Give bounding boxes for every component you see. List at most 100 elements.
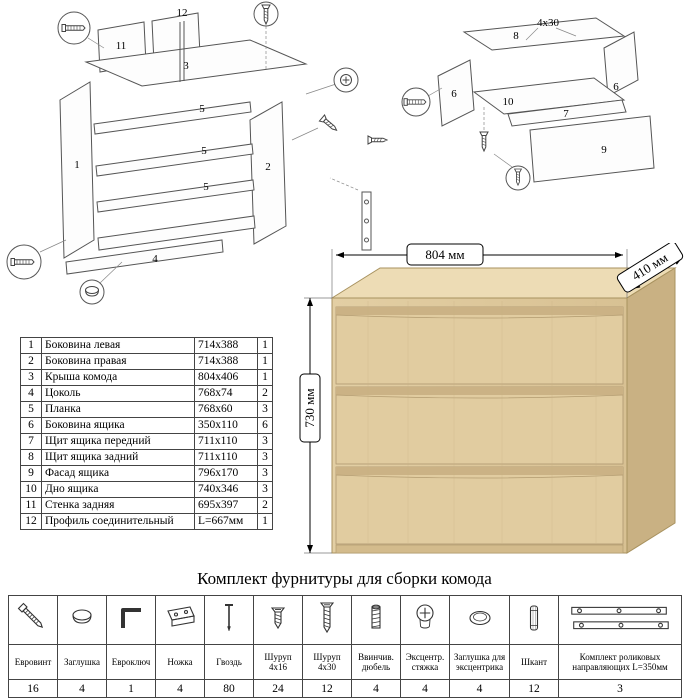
part-label-9: 9 (601, 144, 607, 156)
hw-qty: 12 (302, 679, 352, 698)
part-number: 6 (20, 417, 42, 434)
part-size: 796x170 (194, 465, 258, 482)
part-number: 2 (20, 353, 42, 370)
hw-icon-cell (509, 595, 559, 645)
part-label-5: 5 (201, 145, 207, 157)
hw-name: Ввинчив. дюбель (351, 644, 401, 680)
part-label-6: 6 (451, 88, 457, 100)
screw-4x16-icon (270, 606, 286, 629)
part-number: 12 (20, 513, 42, 530)
drawer-side-right (603, 31, 639, 97)
part-qty: 3 (257, 433, 273, 450)
svg-text:730 мм: 730 мм (302, 388, 317, 427)
drawer-exploded-diagram: 8 4x30 6 6 10 7 9 (401, 17, 655, 191)
part-number: 3 (20, 369, 42, 386)
part-name: Дно ящика (41, 481, 195, 498)
hw-name: Заглушка для эксцентрика (449, 644, 510, 680)
part-size: 714x388 (194, 337, 258, 354)
part-name: Боковина правая (41, 353, 195, 370)
part-number: 11 (20, 497, 42, 514)
part-size: 695x397 (194, 497, 258, 514)
hex-key-icon (121, 607, 141, 628)
hw-icon-cell (558, 595, 682, 645)
hw-icon-cell (351, 595, 401, 645)
part-name: Крыша комода (41, 369, 195, 386)
hw-name: Ножка (155, 644, 205, 680)
hw-qty: 4 (57, 679, 107, 698)
part-name: Боковина левая (41, 337, 195, 354)
chest-of-drawers (330, 267, 677, 554)
hw-qty: 4 (351, 679, 401, 698)
side-panel-left (59, 81, 95, 259)
part-label-5: 5 (199, 103, 205, 115)
hw-qty: 80 (204, 679, 254, 698)
hw-name: Евроключ (106, 644, 156, 680)
foot-icon (167, 605, 195, 627)
drawer-front (335, 306, 624, 385)
part-qty: 1 (257, 353, 273, 370)
part-number: 9 (20, 465, 42, 482)
part-qty: 1 (257, 513, 273, 530)
part-label-5: 5 (203, 181, 209, 193)
hw-name: Комплект роликовых направляющих L=350мм (558, 644, 682, 680)
hw-icon-cell (106, 595, 156, 645)
part-name: Цоколь (41, 385, 195, 402)
width-dimension-label: 804 мм (406, 243, 484, 266)
wood-grain (367, 301, 597, 543)
cap-icon (72, 608, 92, 624)
hw-icon-cell (253, 595, 303, 645)
hw-name: Евровинт (8, 644, 58, 680)
part-qty: 1 (257, 337, 273, 354)
part-label-10: 10 (503, 96, 515, 108)
drawer-back-shield (462, 17, 626, 51)
part-number: 8 (20, 449, 42, 466)
hw-icon-cell (57, 595, 107, 645)
hw-qty: 16 (8, 679, 58, 698)
part-label-1: 1 (74, 159, 80, 171)
leader-lines (427, 27, 577, 168)
hw-qty: 12 (509, 679, 559, 698)
part-size: 768x74 (194, 385, 258, 402)
hw-icon-cell (400, 595, 450, 645)
hw-icon-cell (155, 595, 205, 645)
hw-qty: 24 (253, 679, 303, 698)
euro-screw-icon (17, 602, 44, 628)
cam-lock-icon (340, 74, 352, 86)
drawer-slide-detail (361, 191, 372, 251)
hw-name: Заглушка (57, 644, 107, 680)
hw-icon-cell (302, 595, 352, 645)
part-label-2: 2 (265, 161, 271, 173)
screw-icon (367, 135, 388, 145)
part-label-12: 12 (177, 7, 188, 19)
height-dimension-label: 730 мм (299, 373, 321, 443)
euro-screw-icon (61, 24, 86, 32)
part-qty: 6 (257, 417, 273, 434)
drawer-slides-icon (571, 606, 669, 629)
hw-qty: 4 (400, 679, 450, 698)
rail-2 (95, 143, 254, 177)
side-panel-right (249, 101, 287, 245)
hw-icon-cell (8, 595, 58, 645)
part-label-3: 3 (183, 60, 189, 72)
drawer-front (335, 466, 624, 545)
part-size: 740x346 (194, 481, 258, 498)
hw-name: Шуруп 4x30 (302, 644, 352, 680)
hardware-qty-row: 16 4 1 4 80 24 12 4 4 4 12 3 (8, 679, 682, 698)
part-qty: 2 (257, 497, 273, 514)
part-label-6: 6 (613, 81, 619, 93)
euro-screw-icon (10, 258, 35, 266)
plinth (335, 544, 624, 554)
part-size: L=667мм (194, 513, 258, 530)
part-label-4: 4 (152, 253, 158, 265)
part-label-7: 7 (563, 108, 569, 120)
part-name: Боковина ящика (41, 417, 195, 434)
hw-icon-cell (449, 595, 510, 645)
part-name: Фасад ящика (41, 465, 195, 482)
part-qty: 2 (257, 385, 273, 402)
